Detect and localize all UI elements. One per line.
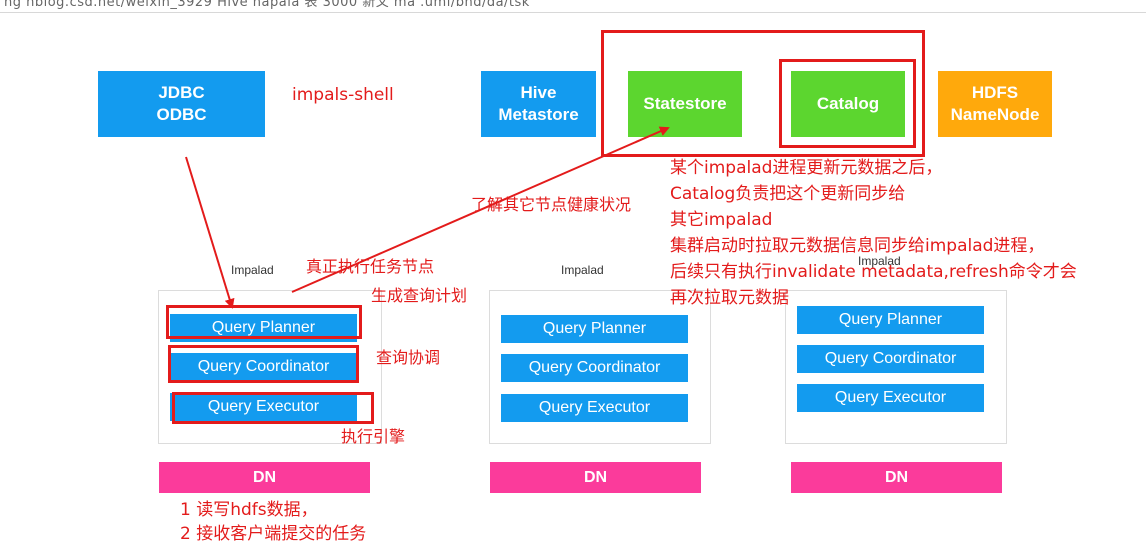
dn-box-2: DN [490,462,701,493]
query-planner-3: Query Planner [797,306,984,334]
dn-box-3: DN [791,462,1002,493]
jdbc-odbc-box: JDBC ODBC [98,71,265,137]
planner-highlight [166,305,362,339]
browser-address-strip: ng hblog.csd.net/weixin_3929 Hive hapala… [0,0,1146,13]
query-executor-2: Query Executor [501,394,688,422]
query-coordinator-2: Query Coordinator [501,354,688,382]
catalog-note-line: Catalog负责把这个更新同步给 [670,184,906,204]
hdfs-namenode-box: HDFS NameNode [938,71,1052,137]
real-exec-node-note: 真正执行任务节点 [306,257,435,276]
impala-shell-label: impals-shell [292,85,394,105]
catalog-highlight [779,59,916,148]
health-note: 了解其它节点健康状况 [471,195,632,214]
query-coordinator-3: Query Coordinator [797,345,984,373]
query-coordinator-1: Query Coordinator [170,353,357,381]
catalog-box: Catalog [791,71,905,137]
impalad-label-3: Impalad [858,254,901,268]
gen-plan-note: 生成查询计划 [371,286,468,305]
statestore-box: Statestore [628,71,742,137]
query-planner-2: Query Planner [501,315,688,343]
catalog-note-line: 再次拉取元数据 [670,288,789,308]
engine-note: 执行引擎 [341,427,406,446]
dn-note-line: 1 读写hdfs数据， [180,500,318,520]
query-executor-3: Query Executor [797,384,984,412]
coordinate-note: 查询协调 [376,348,441,367]
catalog-note-line: 某个impalad进程更新元数据之后， [670,158,943,178]
dn-note-line: 2 接收客户端提交的任务 [180,524,367,544]
catalog-note-line: 集群启动时拉取元数据信息同步给impalad进程， [670,236,1045,256]
dn-box-1: DN [159,462,370,493]
executor-highlight [172,392,374,424]
jdbc-to-planner-arrow [185,156,235,309]
address-text: ng hblog.csd.net/weixin_3929 Hive hapala… [4,0,530,10]
hive-metastore-box: Hive Metastore [481,71,596,137]
coordinator-highlight [168,345,359,383]
impalad-label-1: Impalad [231,263,274,277]
catalog-note-line: 后续只有执行invalidate metadata,refresh命令才会 [670,262,1077,282]
catalog-note-line: 其它impalad [670,210,773,230]
impalad-label-2: Impalad [561,263,604,277]
statestore-catalog-highlight [601,30,925,157]
query-executor-1: Query Executor [170,393,357,421]
